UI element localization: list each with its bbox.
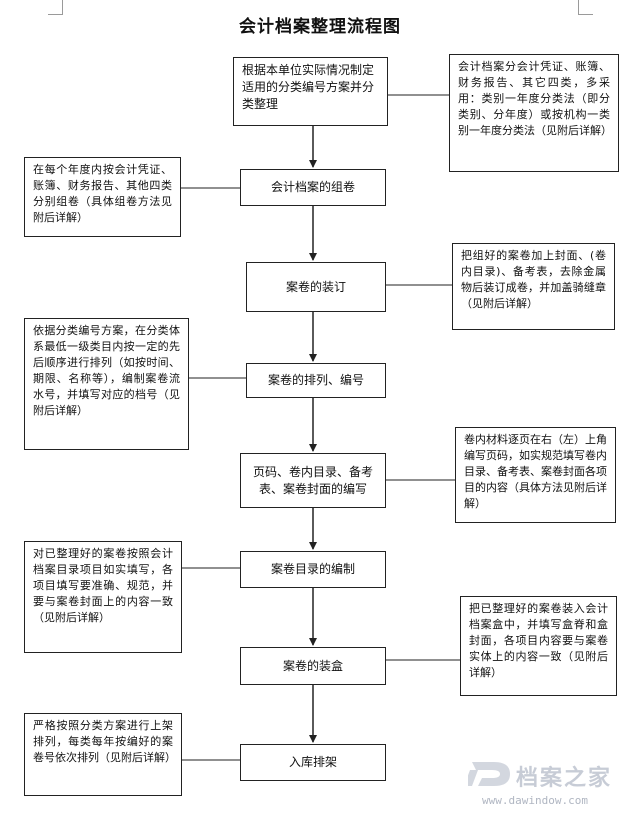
step-box: 入库排架 [240,744,386,781]
page-title: 会计档案整理流程图 [239,17,401,37]
step-box: 案卷的装订 [246,262,386,312]
note-text: 卷内材料逐页在右（左）上角编写页码，如实规范填写卷内目录、备考表、案卷封面各项目… [464,433,607,510]
step-box: 案卷的装盒 [240,647,386,685]
page-corner-mark [48,0,63,15]
step-box: 根据本单位实际情况制定适用的分类编号方案并分类整理 [233,57,388,126]
note-text: 依据分类编号方案，在分类体系最低一级类目内按一定的先后顺序进行排列（如按时间、期… [33,324,180,417]
watermark-brand: 档案之家 [516,766,613,791]
note-text: 把已整理好的案卷装入会计档案盒中，并填写盒脊和盒封面，各项目内容要与案卷实体上的… [469,602,608,679]
note-text: 严格按照分类方案进行上架排列，每类每年按编好的案卷号依次排列（见附后详解） [33,719,176,764]
note-box: 会计档案分会计凭证、账簿、财务报告、其它四类，多采用：类别一年度分类法（即分类别… [449,54,619,172]
step-box: 会计档案的组卷 [240,169,386,206]
step-label: 根据本单位实际情况制定适用的分类编号方案并分类整理 [242,63,375,111]
page-corner-mark [578,0,593,15]
step-label: 案卷的装订 [285,279,346,294]
note-box: 卷内材料逐页在右（左）上角编写页码，如实规范填写卷内目录、备考表、案卷封面各项目… [455,427,616,523]
watermark-url: www.dawindow.com [482,794,588,807]
step-box: 案卷目录的编制 [240,551,386,588]
note-box: 把已整理好的案卷装入会计档案盒中，并填写盒脊和盒封面，各项目内容要与案卷实体上的… [460,596,617,696]
note-box: 依据分类编号方案，在分类体系最低一级类目内按一定的先后顺序进行排列（如按时间、期… [24,318,189,450]
note-text: 把组好的案卷加上封面、(卷内目录)、备考表，去除金属物后装订成卷，并加盖骑缝章（… [461,249,606,310]
note-text: 对已整理好的案卷按照会计档案目录项目如实填写，各项目填写要准确、规范，并要与案卷… [33,547,173,624]
note-box: 在每个年度内按会计凭证、账簿、财务报告、其他四类分别组卷（具体组卷方法见附后详解… [24,157,181,237]
note-text: 在每个年度内按会计凭证、账簿、财务报告、其他四类分别组卷（具体组卷方法见附后详解… [33,163,172,224]
step-box: 案卷的排列、编号 [246,363,386,398]
step-label: 页码、卷内目录、备考表、案卷封面的编写 [252,464,373,496]
step-label: 入库排架 [288,755,337,769]
step-label: 会计档案的组卷 [270,180,355,194]
step-label: 案卷目录的编制 [270,562,355,576]
step-box: 页码、卷内目录、备考表、案卷封面的编写 [240,453,386,508]
note-box: 严格按照分类方案进行上架排列，每类每年按编好的案卷号依次排列（见附后详解） [24,713,182,796]
note-box: 对已整理好的案卷按照会计档案目录项目如实填写，各项目填写要准确、规范，并要与案卷… [24,541,182,653]
watermark-logo-icon [468,762,510,786]
step-label: 案卷的排列、编号 [267,373,364,387]
note-box: 把组好的案卷加上封面、(卷内目录)、备考表，去除金属物后装订成卷，并加盖骑缝章（… [452,243,615,330]
step-label: 案卷的装盒 [282,658,343,673]
note-text: 会计档案分会计凭证、账簿、财务报告、其它四类，多采用：类别一年度分类法（即分类别… [458,60,612,137]
